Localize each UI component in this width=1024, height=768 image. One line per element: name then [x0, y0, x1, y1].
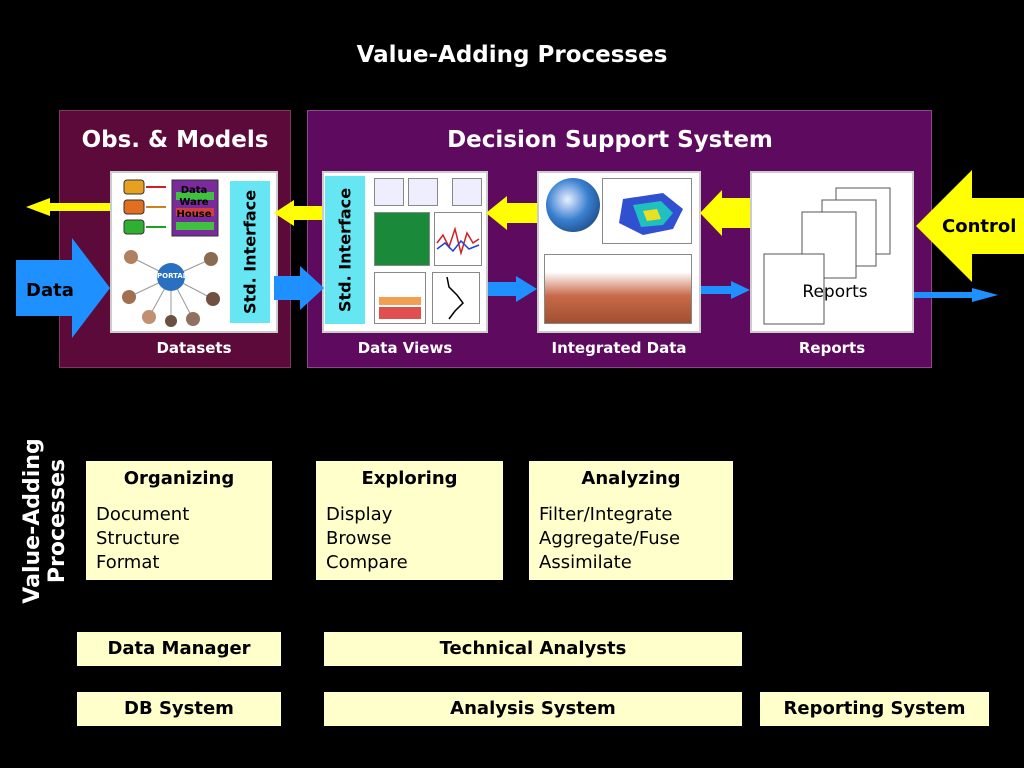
cube-thumb-1: [374, 178, 404, 206]
report-pages-icon: [763, 187, 891, 325]
arrow-control-in: [916, 170, 1024, 282]
terrain-3d-image: [544, 254, 692, 324]
region-map-icon: [619, 193, 683, 235]
arrow-blue-reports: [701, 281, 750, 299]
variable-profile-icon: [446, 276, 464, 320]
card-exploring-item: Browse: [326, 528, 392, 549]
region-map-image: [602, 178, 692, 244]
card-analyzing-item: Aggregate/Fuse: [539, 528, 681, 549]
side-label-line-2: Processes: [45, 458, 70, 584]
page-title: Value-Adding Processes: [356, 42, 668, 68]
arrow-blue-std-interface: [274, 266, 324, 310]
card-organizing-item: Format: [96, 552, 160, 573]
control-arrow-label: Control: [942, 216, 1017, 237]
card-organizing-heading: Organizing: [123, 468, 235, 489]
cube-thumb-3: [452, 178, 482, 206]
card-exploring-heading: Exploring: [361, 468, 458, 489]
globe-image: [546, 178, 600, 232]
card-analyzing: Analyzing Filter/Integrate Aggregate/Fus…: [529, 461, 733, 580]
arrow-yellow-integrated: [486, 196, 537, 230]
warehouse-label: Data Ware House: [176, 185, 212, 220]
arrow-blue-out-right: [914, 288, 998, 302]
report-pages-graphic: [758, 178, 908, 328]
integrated-data-label: Integrated Data: [551, 339, 687, 357]
system-analysis: Analysis System: [324, 692, 742, 726]
map-thumb: [374, 212, 430, 266]
portal-graphic: [119, 247, 223, 327]
reports-label: Reports: [798, 339, 866, 357]
card-organizing: Organizing Document Structure Format: [86, 461, 272, 580]
role-data-manager: Data Manager: [77, 632, 281, 666]
warehouse-graphic: [120, 178, 220, 240]
datasets-label: Datasets: [156, 339, 232, 357]
timeseries-thumb: [434, 212, 482, 266]
arrow-yellow-out-left: [26, 198, 110, 216]
cube-thumb-2: [408, 178, 438, 206]
card-organizing-item: Structure: [96, 528, 180, 549]
side-label: Value-Adding Processes: [20, 436, 70, 606]
card-exploring-item: Compare: [326, 552, 408, 573]
card-exploring: Exploring Display Browse Compare: [316, 461, 503, 580]
vertical-profile-thumb: [374, 272, 426, 324]
portal-network-icon: [122, 250, 220, 327]
reports-caption: Reports: [802, 282, 868, 302]
vertical-profile-icon: [379, 297, 421, 319]
dss-title: Decision Support System: [447, 127, 773, 153]
arrow-yellow-interface: [274, 200, 322, 226]
card-exploring-item: Display: [326, 504, 393, 525]
obs-models-title: Obs. & Models: [81, 127, 269, 153]
card-analyzing-item: Filter/Integrate: [539, 504, 673, 525]
system-reporting: Reporting System: [760, 692, 989, 726]
card-analyzing-item: Assimilate: [539, 552, 632, 573]
card-analyzing-heading: Analyzing: [581, 468, 681, 489]
arrow-blue-data-in: [16, 238, 110, 338]
warehouse-icon: [123, 179, 219, 237]
data-arrow-label: Data: [26, 280, 74, 301]
system-db: DB System: [77, 692, 281, 726]
role-technical-analysts: Technical Analysts: [324, 632, 742, 666]
card-organizing-item: Document: [96, 504, 190, 525]
std-interface-obs: Std. Interface: [229, 180, 271, 324]
variable-profile-thumb: [432, 272, 480, 324]
timeseries-icon: [436, 226, 480, 256]
portal-label: PORTAL: [157, 272, 188, 280]
side-label-line-1: Value-Adding: [20, 438, 45, 604]
arrow-blue-integrated: [488, 276, 537, 302]
arrow-yellow-reports: [700, 190, 750, 236]
std-interface-dss: Std. Interface: [324, 175, 366, 325]
data-views-label: Data Views: [357, 339, 453, 357]
